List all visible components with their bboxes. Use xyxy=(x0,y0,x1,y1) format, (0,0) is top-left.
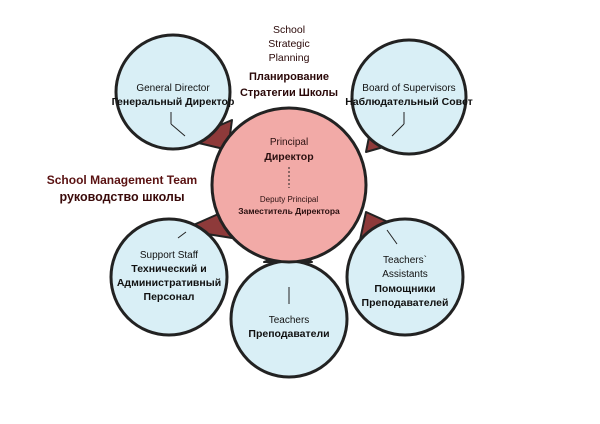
title-block: School Strategic Planning Планирование С… xyxy=(240,24,338,99)
assistants-en-2: Assistants xyxy=(382,269,428,280)
tick xyxy=(170,123,186,137)
title-en-2: Strategic xyxy=(268,38,309,50)
node-support: Support Staff Технический и Администрати… xyxy=(109,217,229,337)
team-ru: руководство школы xyxy=(59,190,184,204)
teachers-ru: Преподаватели xyxy=(248,328,329,340)
node-circle xyxy=(350,38,468,156)
tick xyxy=(177,231,187,239)
board-en: Board of Supervisors xyxy=(362,83,455,94)
deputy-ru: Заместитель Директора xyxy=(238,206,340,216)
node-teachers: Teachers Преподаватели xyxy=(229,259,349,379)
general-director-en: General Director xyxy=(136,83,210,94)
support-ru-1: Технический и xyxy=(131,263,206,275)
node-board: Board of Supervisors Наблюдательный Сове… xyxy=(345,38,473,156)
assistants-en-1: Teachers` xyxy=(383,254,427,266)
node-circle xyxy=(114,33,232,151)
support-en: Support Staff xyxy=(140,250,198,261)
tick xyxy=(386,229,398,245)
title-en-3: Planning xyxy=(269,52,310,64)
node-center: Principal Директор Deputy Principal Заме… xyxy=(210,106,368,264)
board-ru: Наблюдательный Совет xyxy=(345,96,473,108)
principal-en: Principal xyxy=(270,137,308,148)
general-director-ru: Генеральный Директор xyxy=(112,96,235,108)
team-block: School Management Team руководство школы xyxy=(47,173,197,204)
title-ru-1: Планирование xyxy=(249,71,329,83)
title-ru-2: Стратегии Школы xyxy=(240,87,338,99)
team-en: School Management Team xyxy=(47,173,197,187)
support-ru-2: Административный xyxy=(117,277,221,289)
deputy-en: Deputy Principal xyxy=(260,195,318,204)
node-assistants: Teachers` Assistants Помощники Преподава… xyxy=(345,217,465,337)
teachers-en: Teachers xyxy=(269,315,310,326)
title-en-1: School xyxy=(273,24,305,36)
node-circle xyxy=(109,217,229,337)
node-general-director: General Director Генеральный Директор xyxy=(112,33,235,151)
assistants-ru-2: Преподавателей xyxy=(362,297,449,309)
tick xyxy=(391,123,405,137)
principal-ru: Директор xyxy=(264,151,313,163)
node-circle xyxy=(345,217,465,337)
assistants-ru-1: Помощники xyxy=(374,283,435,295)
support-ru-3: Персонал xyxy=(144,291,195,303)
